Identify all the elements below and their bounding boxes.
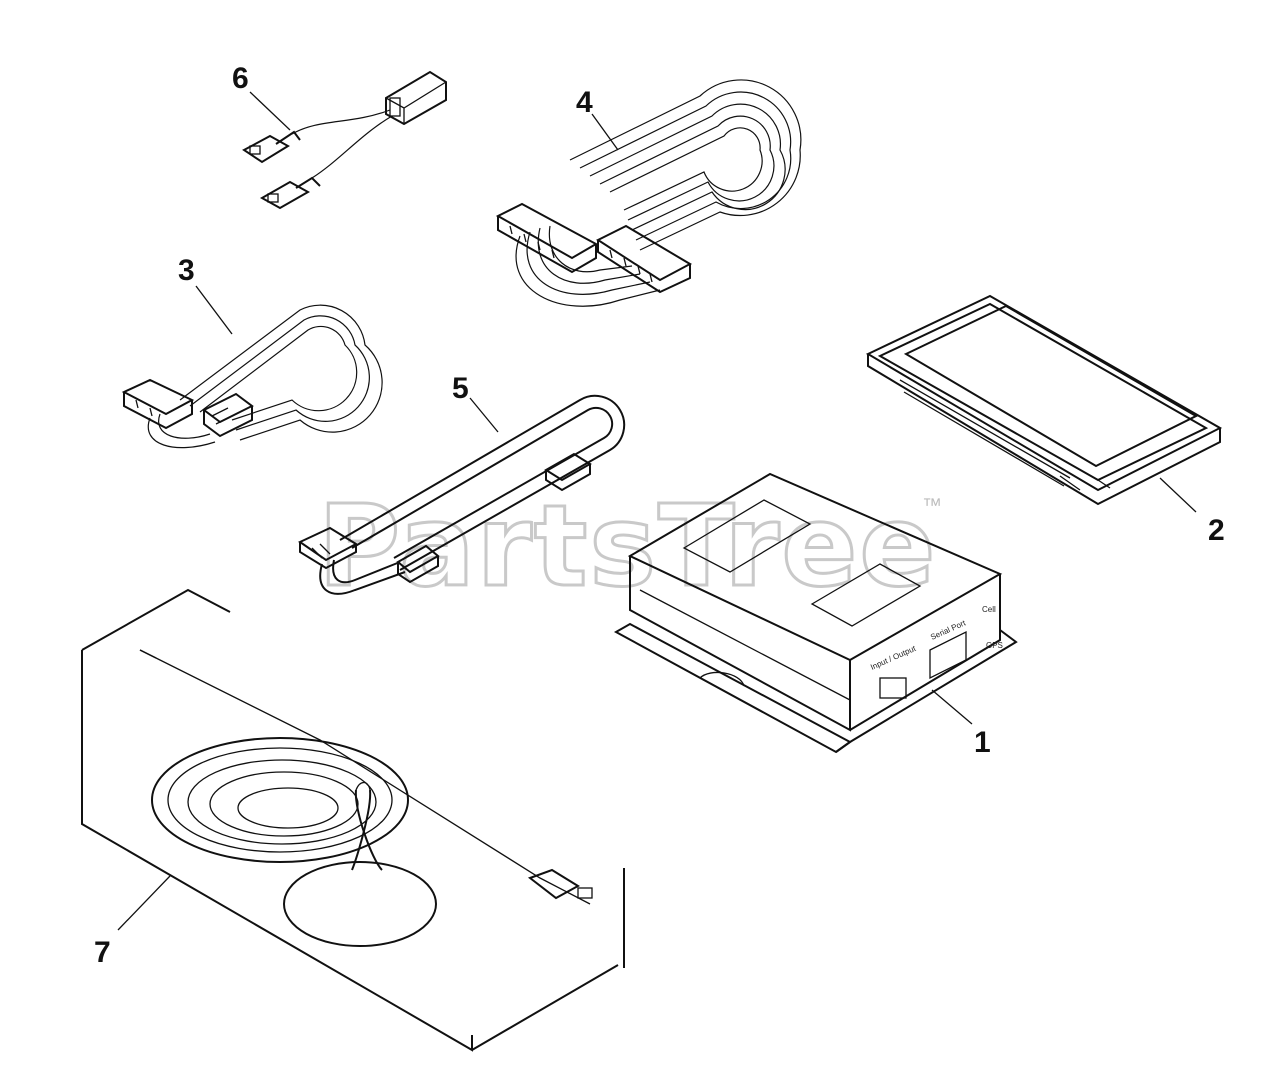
callout-6: 6 bbox=[232, 62, 249, 95]
callout-3: 3 bbox=[178, 254, 195, 287]
part-3-coiled-harness bbox=[121, 304, 383, 449]
input-output-label: Input / Output bbox=[869, 644, 918, 672]
serial-port-label: Serial Port bbox=[929, 618, 967, 642]
part-2-display-panel bbox=[865, 294, 1223, 506]
callout-5: 5 bbox=[452, 372, 469, 405]
part-7-antenna-kit bbox=[81, 588, 625, 1052]
callout-4: 4 bbox=[576, 86, 593, 119]
cell-label: Cell bbox=[982, 605, 996, 614]
leader-lines bbox=[117, 91, 1197, 931]
part-6-pigtail-harness bbox=[242, 70, 447, 210]
watermark-trademark: ™ bbox=[922, 495, 942, 517]
gps-label: GPS bbox=[986, 641, 1003, 650]
callout-7: 7 bbox=[94, 936, 111, 969]
part-5-loop-cable bbox=[297, 394, 626, 595]
callout-numbers: 1 2 3 4 5 6 7 bbox=[94, 62, 1225, 969]
callout-1: 1 bbox=[974, 726, 991, 759]
part-4-coiled-harness bbox=[495, 79, 802, 307]
watermark-text: PartsTree bbox=[318, 482, 937, 612]
callout-2: 2 bbox=[1208, 514, 1225, 547]
